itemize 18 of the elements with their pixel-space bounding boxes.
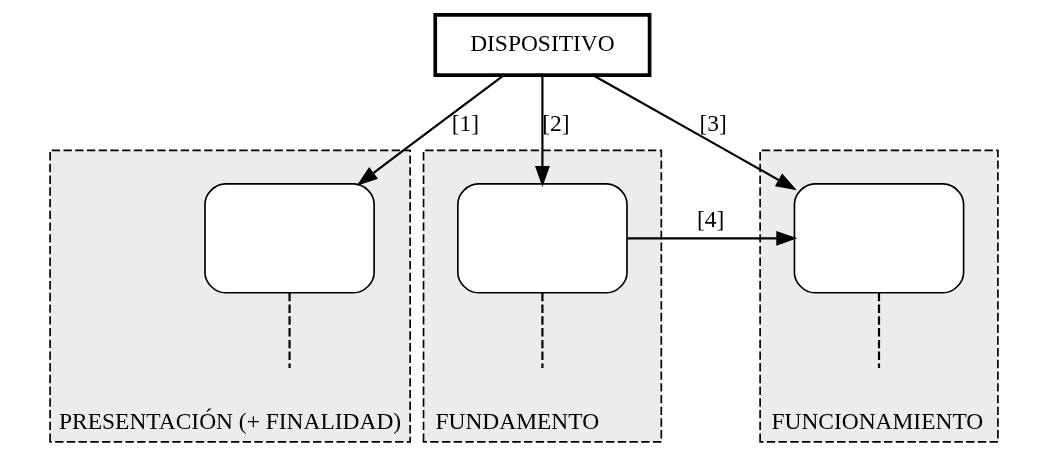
edge-label: [2] <box>542 109 570 136</box>
node-box <box>457 183 628 294</box>
cluster: FUNCIONAMIENTO <box>759 149 999 443</box>
edge-label: [3] <box>699 109 727 136</box>
arrow <box>535 75 550 188</box>
connector <box>877 292 881 368</box>
edge-label: [4] <box>697 205 725 232</box>
edge-label: [1] <box>451 109 480 136</box>
arrow <box>356 74 505 186</box>
cluster: FUNDAMENTO <box>422 149 663 443</box>
connector <box>541 292 544 368</box>
node-box <box>793 183 965 294</box>
arrow <box>627 230 798 246</box>
cluster: PRESENTACIÓN (+ FINALIDAD) <box>49 149 411 443</box>
node-box <box>204 183 375 294</box>
connector <box>288 292 291 368</box>
node-box: DISPOSITIVO <box>433 12 652 77</box>
arrow <box>593 74 797 191</box>
